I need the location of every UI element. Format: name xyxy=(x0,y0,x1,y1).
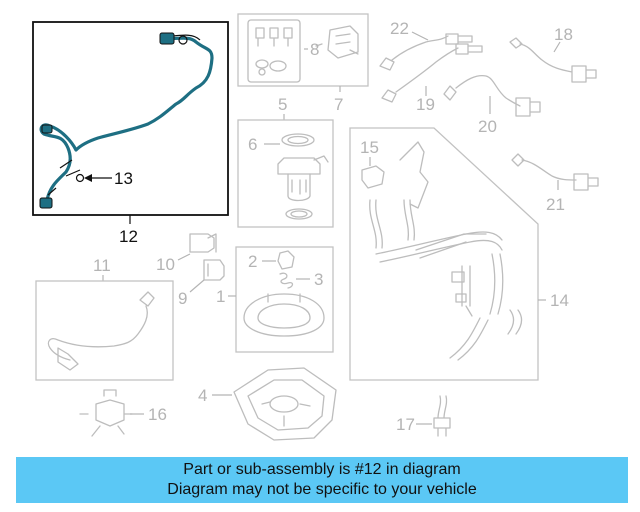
callout-12[interactable]: 12 xyxy=(119,227,138,246)
part-group-11[interactable]: 11 xyxy=(35,256,174,381)
part-group-7[interactable]: 8 7 xyxy=(237,13,369,114)
part-14-box xyxy=(349,127,539,381)
part-12-harness[interactable] xyxy=(39,36,214,202)
part-8-valve xyxy=(315,25,359,59)
part-21-sensor xyxy=(511,153,599,191)
part-10-connector xyxy=(189,233,217,253)
part-5-box xyxy=(237,119,334,228)
part-group-16[interactable]: 16 xyxy=(79,389,167,437)
part-13-fastener xyxy=(75,173,85,183)
part-18-lead xyxy=(553,41,561,53)
callout-10[interactable]: 10 xyxy=(156,255,175,274)
callout-14[interactable]: 14 xyxy=(550,291,569,310)
part-7-box xyxy=(237,13,369,87)
part-group-14[interactable]: 15 14 xyxy=(349,127,569,381)
part-group-17[interactable]: 17 xyxy=(396,395,451,437)
banner-line-1: Part or sub-assembly is #12 in diagram xyxy=(183,461,461,478)
part-3-spring xyxy=(279,272,294,289)
part-2-clip xyxy=(277,250,295,270)
part-group-4[interactable]: 4 xyxy=(198,367,337,441)
part-17-sensor xyxy=(433,395,451,437)
callout-19[interactable]: 19 xyxy=(416,95,435,114)
part-12-clip xyxy=(41,124,53,134)
part-22-sensor xyxy=(379,33,473,71)
part-11-sensor xyxy=(47,291,155,371)
callout-20[interactable]: 20 xyxy=(478,117,497,136)
part-group-22[interactable]: 22 xyxy=(379,19,473,71)
part-12-connector-bottom xyxy=(39,197,53,209)
part-group-19[interactable]: 19 xyxy=(381,43,483,114)
part-13-arrow xyxy=(84,174,92,182)
callout-18[interactable]: 18 xyxy=(554,25,573,44)
callout-5[interactable]: 5 xyxy=(278,95,287,114)
part-group-10[interactable]: 10 xyxy=(156,233,217,274)
part-group-1[interactable]: 2 3 1 xyxy=(216,246,334,353)
part-1-box xyxy=(235,246,334,353)
callout-9[interactable]: 9 xyxy=(178,289,187,308)
part-8-bolts xyxy=(247,19,301,83)
callout-1[interactable]: 1 xyxy=(216,287,225,306)
part-group-21[interactable]: 21 xyxy=(511,153,599,214)
callout-11[interactable]: 11 xyxy=(93,256,111,275)
part-group-18[interactable]: 18 xyxy=(509,25,597,83)
part-12-branch xyxy=(43,34,201,206)
part-12-connector-top xyxy=(159,32,175,45)
part-18-sensor xyxy=(509,37,597,83)
part-22-lead xyxy=(411,31,429,41)
parts-diagram: 13 12 8 7 5 6 xyxy=(32,13,599,441)
part-19-sensor xyxy=(381,43,483,103)
callout-3[interactable]: 3 xyxy=(314,270,323,289)
part-4-shield xyxy=(233,367,337,441)
part-11-box xyxy=(35,280,174,381)
banner-line-2: Diagram may not be specific to your vehi… xyxy=(167,481,477,498)
callout-6[interactable]: 6 xyxy=(248,135,257,154)
callout-17[interactable]: 17 xyxy=(396,415,415,434)
part-group-20[interactable]: 20 xyxy=(443,74,541,136)
part-9-connector xyxy=(203,259,225,281)
part-1-flange xyxy=(243,293,325,337)
callout-15[interactable]: 15 xyxy=(360,138,379,157)
callout-2[interactable]: 2 xyxy=(248,252,257,271)
callout-21[interactable]: 21 xyxy=(546,195,565,214)
part-16-valve xyxy=(79,389,133,437)
callout-4[interactable]: 4 xyxy=(198,386,207,405)
part-group-9[interactable]: 9 xyxy=(178,259,225,308)
callout-7[interactable]: 7 xyxy=(334,95,343,114)
part-group-12[interactable]: 13 12 xyxy=(32,21,229,246)
part-9-lead xyxy=(189,279,205,293)
info-banner: Part or sub-assembly is #12 in diagram D… xyxy=(16,457,628,503)
part-6-ring xyxy=(281,133,315,147)
callout-16[interactable]: 16 xyxy=(148,405,167,424)
part-5-pump xyxy=(277,155,329,220)
part-group-5[interactable]: 5 6 xyxy=(237,95,334,228)
callout-8[interactable]: 8 xyxy=(310,40,319,59)
callout-13[interactable]: 13 xyxy=(114,169,133,188)
part-15-clip xyxy=(361,165,385,189)
callout-22[interactable]: 22 xyxy=(390,19,409,38)
part-14-hoses xyxy=(369,141,523,361)
part-20-sensor xyxy=(443,74,541,117)
part-12-grommet xyxy=(178,35,188,45)
part-10-lead xyxy=(177,253,191,261)
